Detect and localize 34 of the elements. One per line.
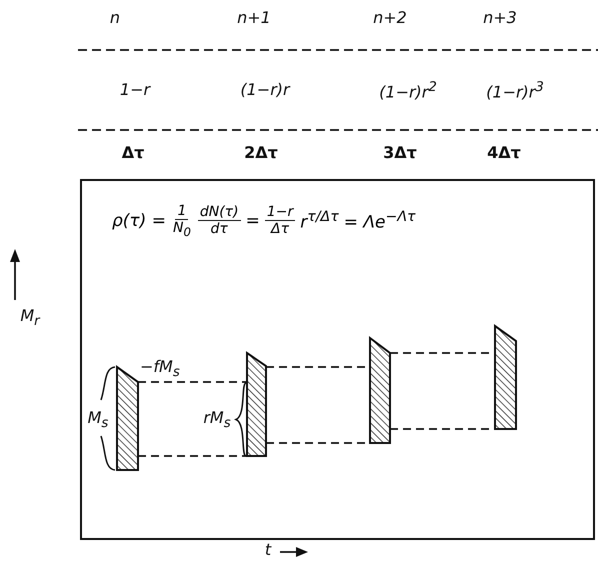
label-text: 1−r <box>120 80 150 99</box>
label-text: n+2 <box>373 8 407 27</box>
hatched-bar <box>370 338 390 443</box>
label-text: n+1 <box>237 8 271 27</box>
formula-text: = Λe$^{−Λτ}$ <box>344 209 416 233</box>
label-text: 4Δτ <box>487 143 521 162</box>
formula-denominator: N$_{0}$ <box>172 220 192 239</box>
formula-numerator: dN(τ) <box>198 204 241 222</box>
formula-text: r$^{τ/Δτ}$ <box>300 209 339 233</box>
label-text: Δτ <box>122 143 144 162</box>
formula-text: = <box>246 210 260 231</box>
label-text: (1−r)r$^{3}$ <box>486 80 544 102</box>
label-text: −fM$_{s}$ <box>140 357 180 380</box>
graph-frame <box>80 179 595 540</box>
label-text: 3Δτ <box>383 143 417 162</box>
formula-numerator: 1−r <box>264 204 296 222</box>
label-text: n+3 <box>483 8 517 27</box>
label-text: (1−r)r <box>240 80 290 99</box>
label-text: M$_{s}$ <box>88 408 108 432</box>
label-text: 2Δτ <box>244 143 278 162</box>
hatched-bar <box>495 326 516 429</box>
hatched-bar <box>247 353 266 456</box>
formula-numerator: 1 <box>175 203 188 220</box>
formula-text: ρ(τ) = <box>112 210 166 231</box>
formula-denominator: dτ <box>210 221 229 238</box>
formula-denominator: Δτ <box>269 221 290 238</box>
label-text: M$_{r}$ <box>20 306 40 330</box>
hatched-bar <box>117 367 138 470</box>
dashed-connector <box>138 381 247 383</box>
dashed-connector <box>138 455 247 457</box>
label-text: n <box>110 8 120 27</box>
label-text: (1−r)r$^{2}$ <box>379 80 437 102</box>
label-text: t <box>264 540 272 559</box>
label-text: rM$_{s}$ <box>203 408 231 432</box>
